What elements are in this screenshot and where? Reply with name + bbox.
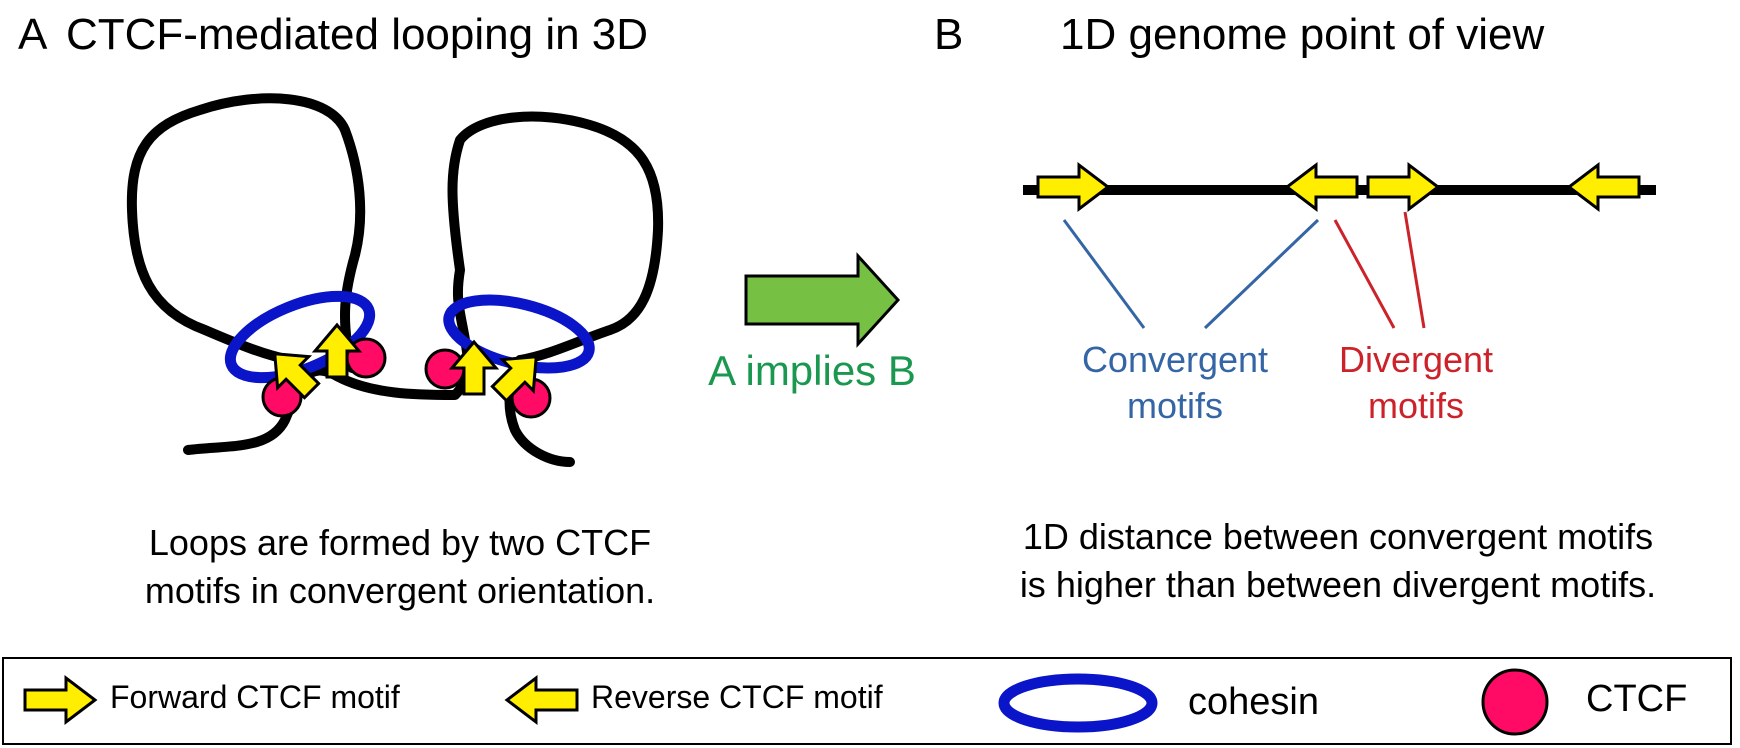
convergent-label-line2: motifs [1127,385,1223,426]
divergent-label-line2: motifs [1368,385,1464,426]
convergent-pointers [1062,218,1320,330]
chromatin-left-strand [126,93,366,373]
implies-arrow [744,252,901,348]
legend-box [2,657,1732,745]
divergent-pointers [1333,211,1426,329]
legend-cohesin-icon [998,673,1158,733]
motif-1d-forward-2 [1366,163,1440,211]
panel-b-caption-line2: is higher than between divergent motifs. [1020,564,1656,605]
panel-b-title: 1D genome point of view [1060,10,1545,59]
legend-cohesin-label: cohesin [1188,681,1319,723]
divergent-label-line1: Divergent [1339,339,1493,380]
cohesin-ring-left [224,290,376,384]
chromatin-loops-3d [126,93,664,467]
panel-a-caption-line1: Loops are formed by two CTCF [149,522,651,563]
implies-label: A implies B [708,347,916,394]
legend-ctcf-label: CTCF [1586,678,1687,720]
legend-reverse-label: Reverse CTCF motif [591,679,883,715]
motif-1d-reverse-1 [1285,163,1359,211]
panel-b-caption-line1: 1D distance between convergent motifs [1023,516,1653,557]
motif-1d-reverse-2 [1567,163,1641,211]
motif-1d-forward-1 [1036,163,1110,211]
legend-ctcf-icon [1481,668,1549,736]
panel-a-letter: A [18,10,48,59]
panel-a-title: CTCF-mediated looping in 3D [66,10,648,59]
legend-forward-label: Forward CTCF motif [110,679,400,715]
panel-b-letter: B [934,10,963,59]
convergent-label-line1: Convergent [1082,339,1268,380]
panel-a-caption-line2: motifs in convergent orientation. [145,570,655,611]
chromatin-left-loop [183,111,664,455]
